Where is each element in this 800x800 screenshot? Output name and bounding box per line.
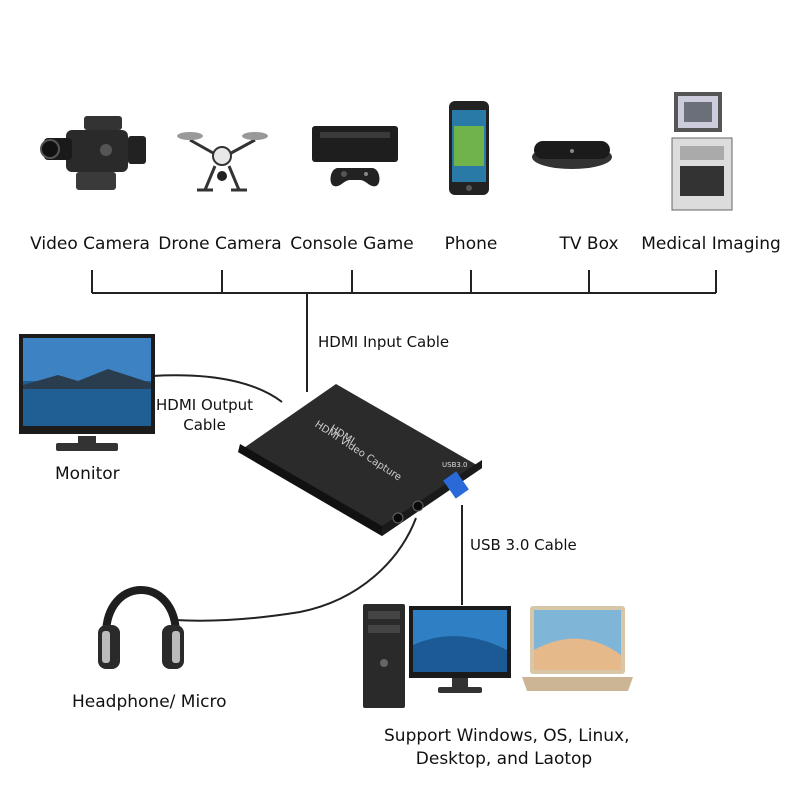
source-label: Medical Imaging — [641, 234, 781, 254]
hdmi-input-cable-label: HDMI Input Cable — [318, 333, 450, 351]
headphone-icon — [96, 565, 186, 684]
source-label: Video Camera — [30, 234, 150, 254]
source-label: Drone Camera — [158, 234, 282, 254]
hdmi-output-cable-label: HDMI Output Cable — [156, 398, 253, 433]
hdmi-output-line1: HDMI Output — [156, 396, 254, 414]
os-support-line2: Desktop, and Laotop — [415, 749, 593, 769]
desktop-monitor-icon — [408, 605, 512, 701]
hdmi-output-line2: Cable — [183, 416, 226, 434]
headphone-cable-line — [174, 517, 417, 622]
tv-box-icon — [530, 125, 615, 179]
phone-icon — [448, 100, 490, 200]
monitor-icon — [18, 333, 156, 459]
source-label: Phone — [444, 234, 498, 254]
source-label: TV Box — [559, 234, 619, 254]
video-camera-icon — [36, 112, 151, 201]
laptop-icon — [520, 605, 635, 697]
desktop-tower-icon — [362, 603, 406, 713]
os-support-line1: Support Windows, OS, Linux, — [384, 726, 630, 746]
drone-icon — [175, 118, 270, 202]
medical-imaging-icon — [670, 90, 735, 219]
usb-cable-label: USB 3.0 Cable — [470, 536, 577, 554]
device-port-label: USB3.0 — [442, 461, 468, 469]
hdmi-output-cable-line — [151, 374, 283, 403]
monitor-label: Monitor — [55, 464, 120, 484]
capture-device-icon — [232, 380, 492, 544]
os-support-label: Support Windows, OS, Linux, Desktop, and… — [384, 726, 630, 769]
headphone-label: Headphone/ Micro — [72, 692, 227, 712]
source-label: Console Game — [290, 234, 414, 254]
game-console-icon — [310, 122, 400, 196]
